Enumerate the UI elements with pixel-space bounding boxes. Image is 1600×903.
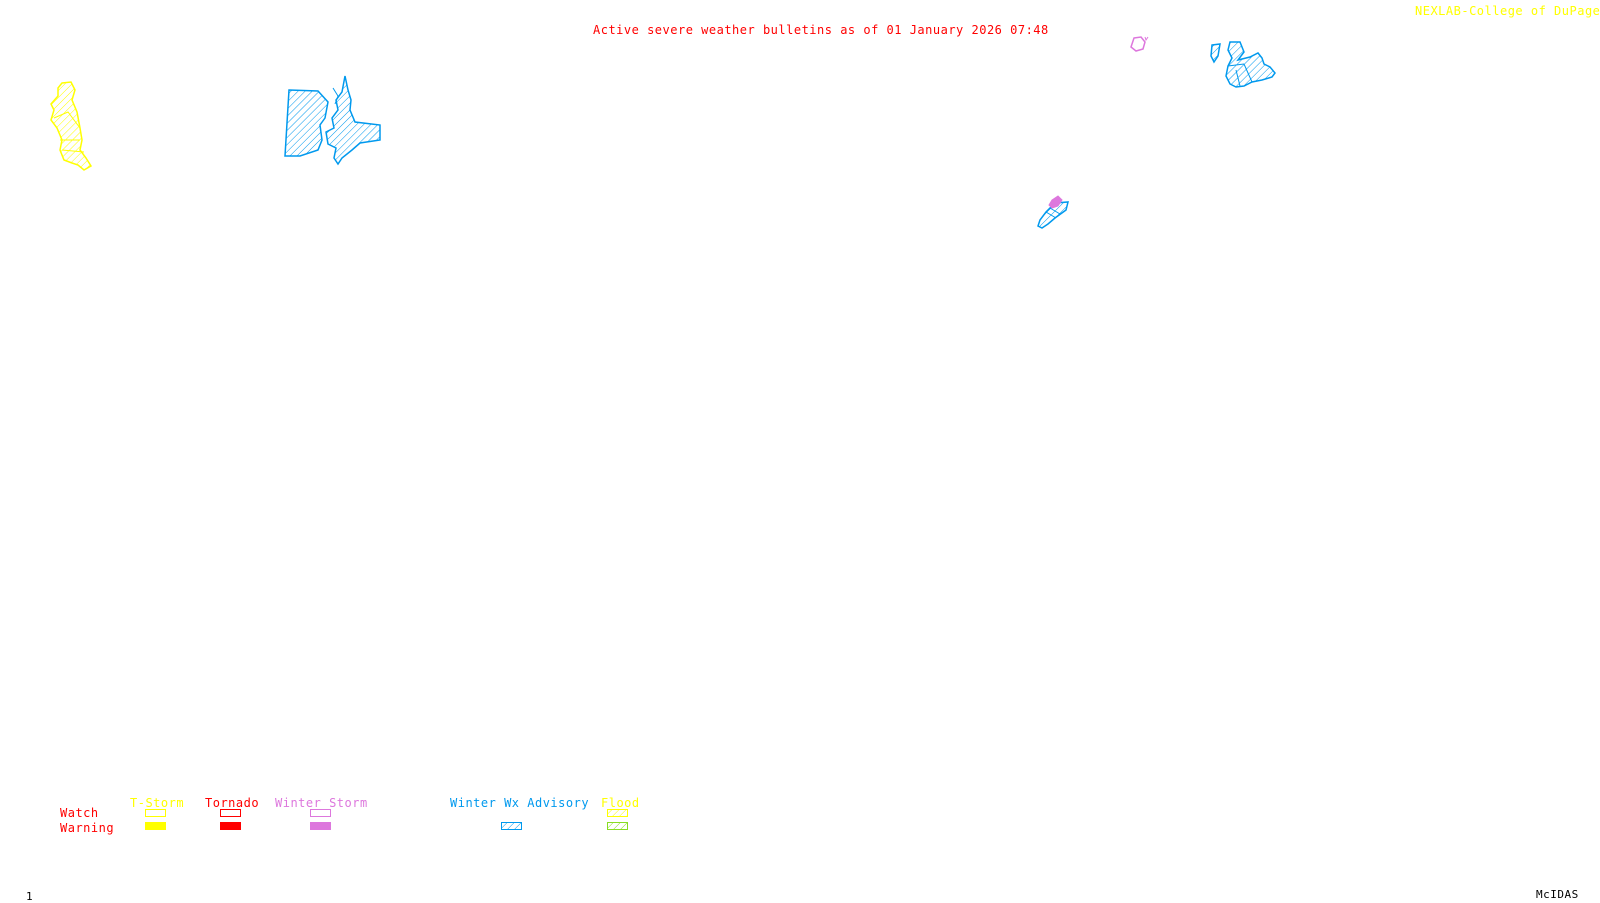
legend-flood-warning-swatch [607,822,628,830]
credit-label: NEXLAB-College of DuPage ↘ [1415,5,1600,17]
legend-swatches [145,809,628,830]
region-winter-advisory-northeast [1210,41,1276,88]
legend-flood-watch-swatch [607,809,628,817]
credit-text: NEXLAB-College of DuPage [1415,4,1600,18]
legend-warning-row-label: Warning [60,821,115,835]
legend-flood-label: Flood [601,796,640,810]
bulletin-title: Active severe weather bulletins as of 01… [593,23,1049,37]
legend-tstorm-warning-swatch [145,822,166,830]
software-label: McIDAS [1536,888,1579,901]
region-winter-advisory-northwest [284,75,381,166]
legend-tornado-watch-swatch [220,809,241,817]
legend-tornado-warning-swatch [220,822,241,830]
legend-winter-storm-label: Winter Storm [275,796,368,810]
legend-tstorm-label: T-Storm [130,796,185,810]
legend-winter-advisory-warning-swatch [501,822,522,830]
legend-tornado-label: Tornado [205,796,260,810]
legend-tstorm-watch-swatch [145,809,166,817]
legend-watch-row-label: Watch [60,806,99,820]
legend-winter-storm-watch-swatch [310,809,331,817]
region-winter-storm-watch-northeast [1130,36,1149,52]
frame-number: 1 [26,890,34,903]
region-winter-storm-warning-east [1048,195,1063,209]
region-tstorm-watch-west [50,81,93,171]
region-winter-advisory-east [1037,201,1069,229]
legend-winter-advisory-label: Winter Wx Advisory [450,796,590,810]
legend-winter-storm-warning-swatch [310,822,331,830]
